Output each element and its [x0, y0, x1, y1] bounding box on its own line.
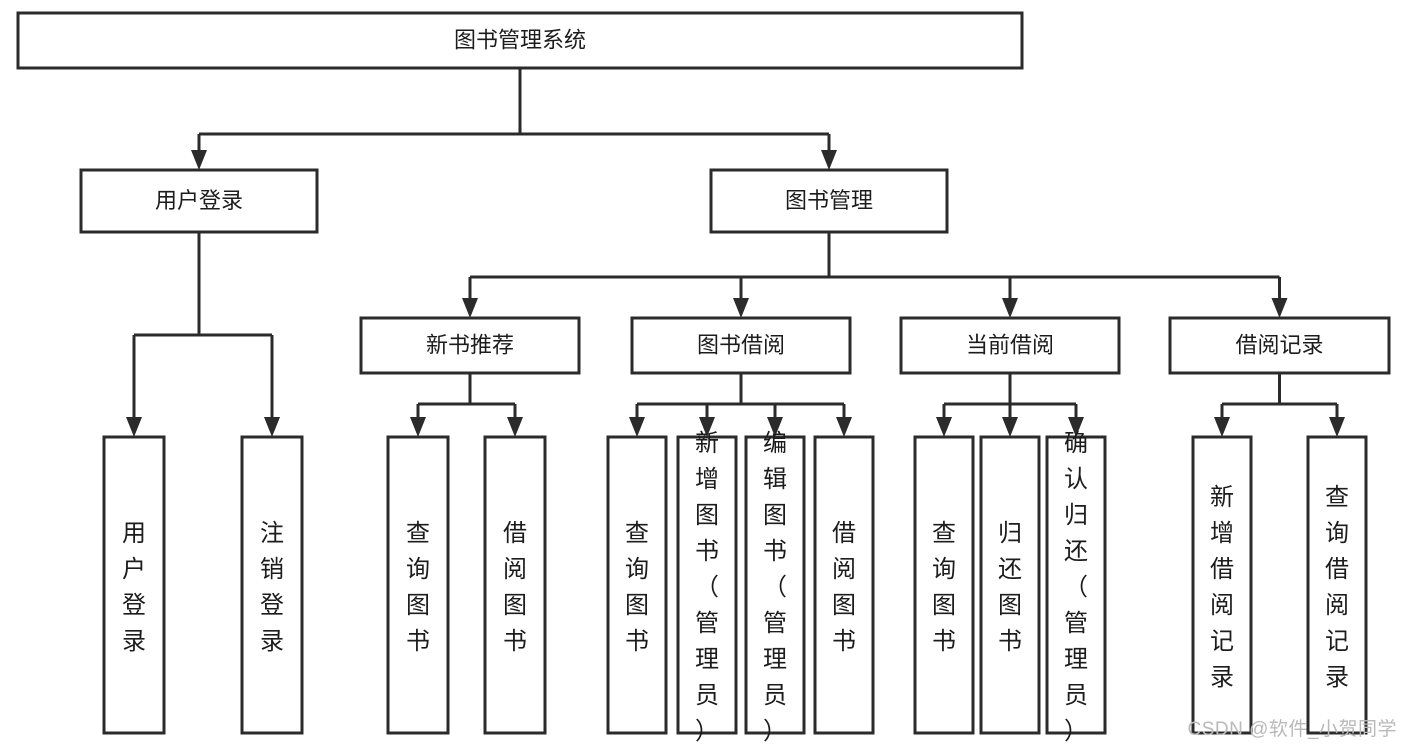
node-level3-图书借阅[interactable]: 图书借阅	[630, 316, 852, 375]
node-level3-新书推荐[interactable]: 新书推荐	[359, 316, 581, 375]
leaf-node[interactable]: 新增借阅记录	[1191, 435, 1253, 735]
node-label: 当前借阅	[966, 332, 1054, 357]
leaf-node[interactable]: 新增图书（管理员）	[676, 430, 738, 745]
node-level3-借阅记录[interactable]: 借阅记录	[1168, 316, 1391, 375]
leaf-node[interactable]: 查询图书	[606, 435, 668, 735]
node-label: 编辑图书（管理员）	[763, 430, 787, 745]
edge-layer	[126, 68, 1345, 437]
node-label: 图书管理系统	[454, 27, 586, 52]
node-root-图书管理系统[interactable]: 图书管理系统	[16, 11, 1024, 70]
leaf-node[interactable]: 借阅图书	[813, 435, 875, 735]
node-label: 新书推荐	[426, 332, 514, 357]
leaf-node[interactable]: 编辑图书（管理员）	[744, 430, 806, 745]
node-label: 图书借阅	[697, 332, 785, 357]
node-label: 用户登录	[155, 188, 243, 213]
leaf-node[interactable]: 确认归还（管理员）	[1045, 430, 1107, 745]
node-label: 查询图书	[932, 520, 956, 655]
node-label: 新增借阅记录	[1210, 484, 1234, 691]
node-label: 归还图书	[998, 520, 1022, 655]
node-label: 借阅图书	[832, 520, 856, 655]
node-level2-用户登录[interactable]: 用户登录	[79, 168, 319, 234]
node-level3-当前借阅[interactable]: 当前借阅	[899, 316, 1121, 375]
node-label: 用户登录	[122, 520, 146, 655]
leaf-node[interactable]: 用户登录	[102, 435, 166, 735]
node-level2-图书管理[interactable]: 图书管理	[709, 168, 949, 234]
leaf-node[interactable]: 查询借阅记录	[1306, 435, 1368, 735]
leaf-node[interactable]: 注销登录	[240, 435, 304, 735]
node-label: 借阅记录	[1235, 332, 1323, 357]
node-label: 查询图书	[625, 520, 649, 655]
node-label: 查询图书	[406, 520, 430, 655]
leaf-node[interactable]: 查询图书	[913, 435, 975, 735]
node-label: 新增图书（管理员）	[695, 430, 719, 745]
node-label: 查询借阅记录	[1325, 484, 1349, 691]
leaf-node[interactable]: 借阅图书	[483, 435, 547, 735]
node-label: 借阅图书	[503, 520, 527, 655]
leaf-node[interactable]: 归还图书	[979, 435, 1041, 735]
node-label: 确认归还（管理员）	[1064, 430, 1088, 745]
leaf-node[interactable]: 查询图书	[386, 435, 450, 735]
node-layer: 图书管理系统用户登录图书管理新书推荐图书借阅当前借阅借阅记录用户登录注销登录查询…	[16, 11, 1391, 745]
node-label: 图书管理	[785, 188, 873, 213]
node-label: 注销登录	[260, 520, 284, 655]
